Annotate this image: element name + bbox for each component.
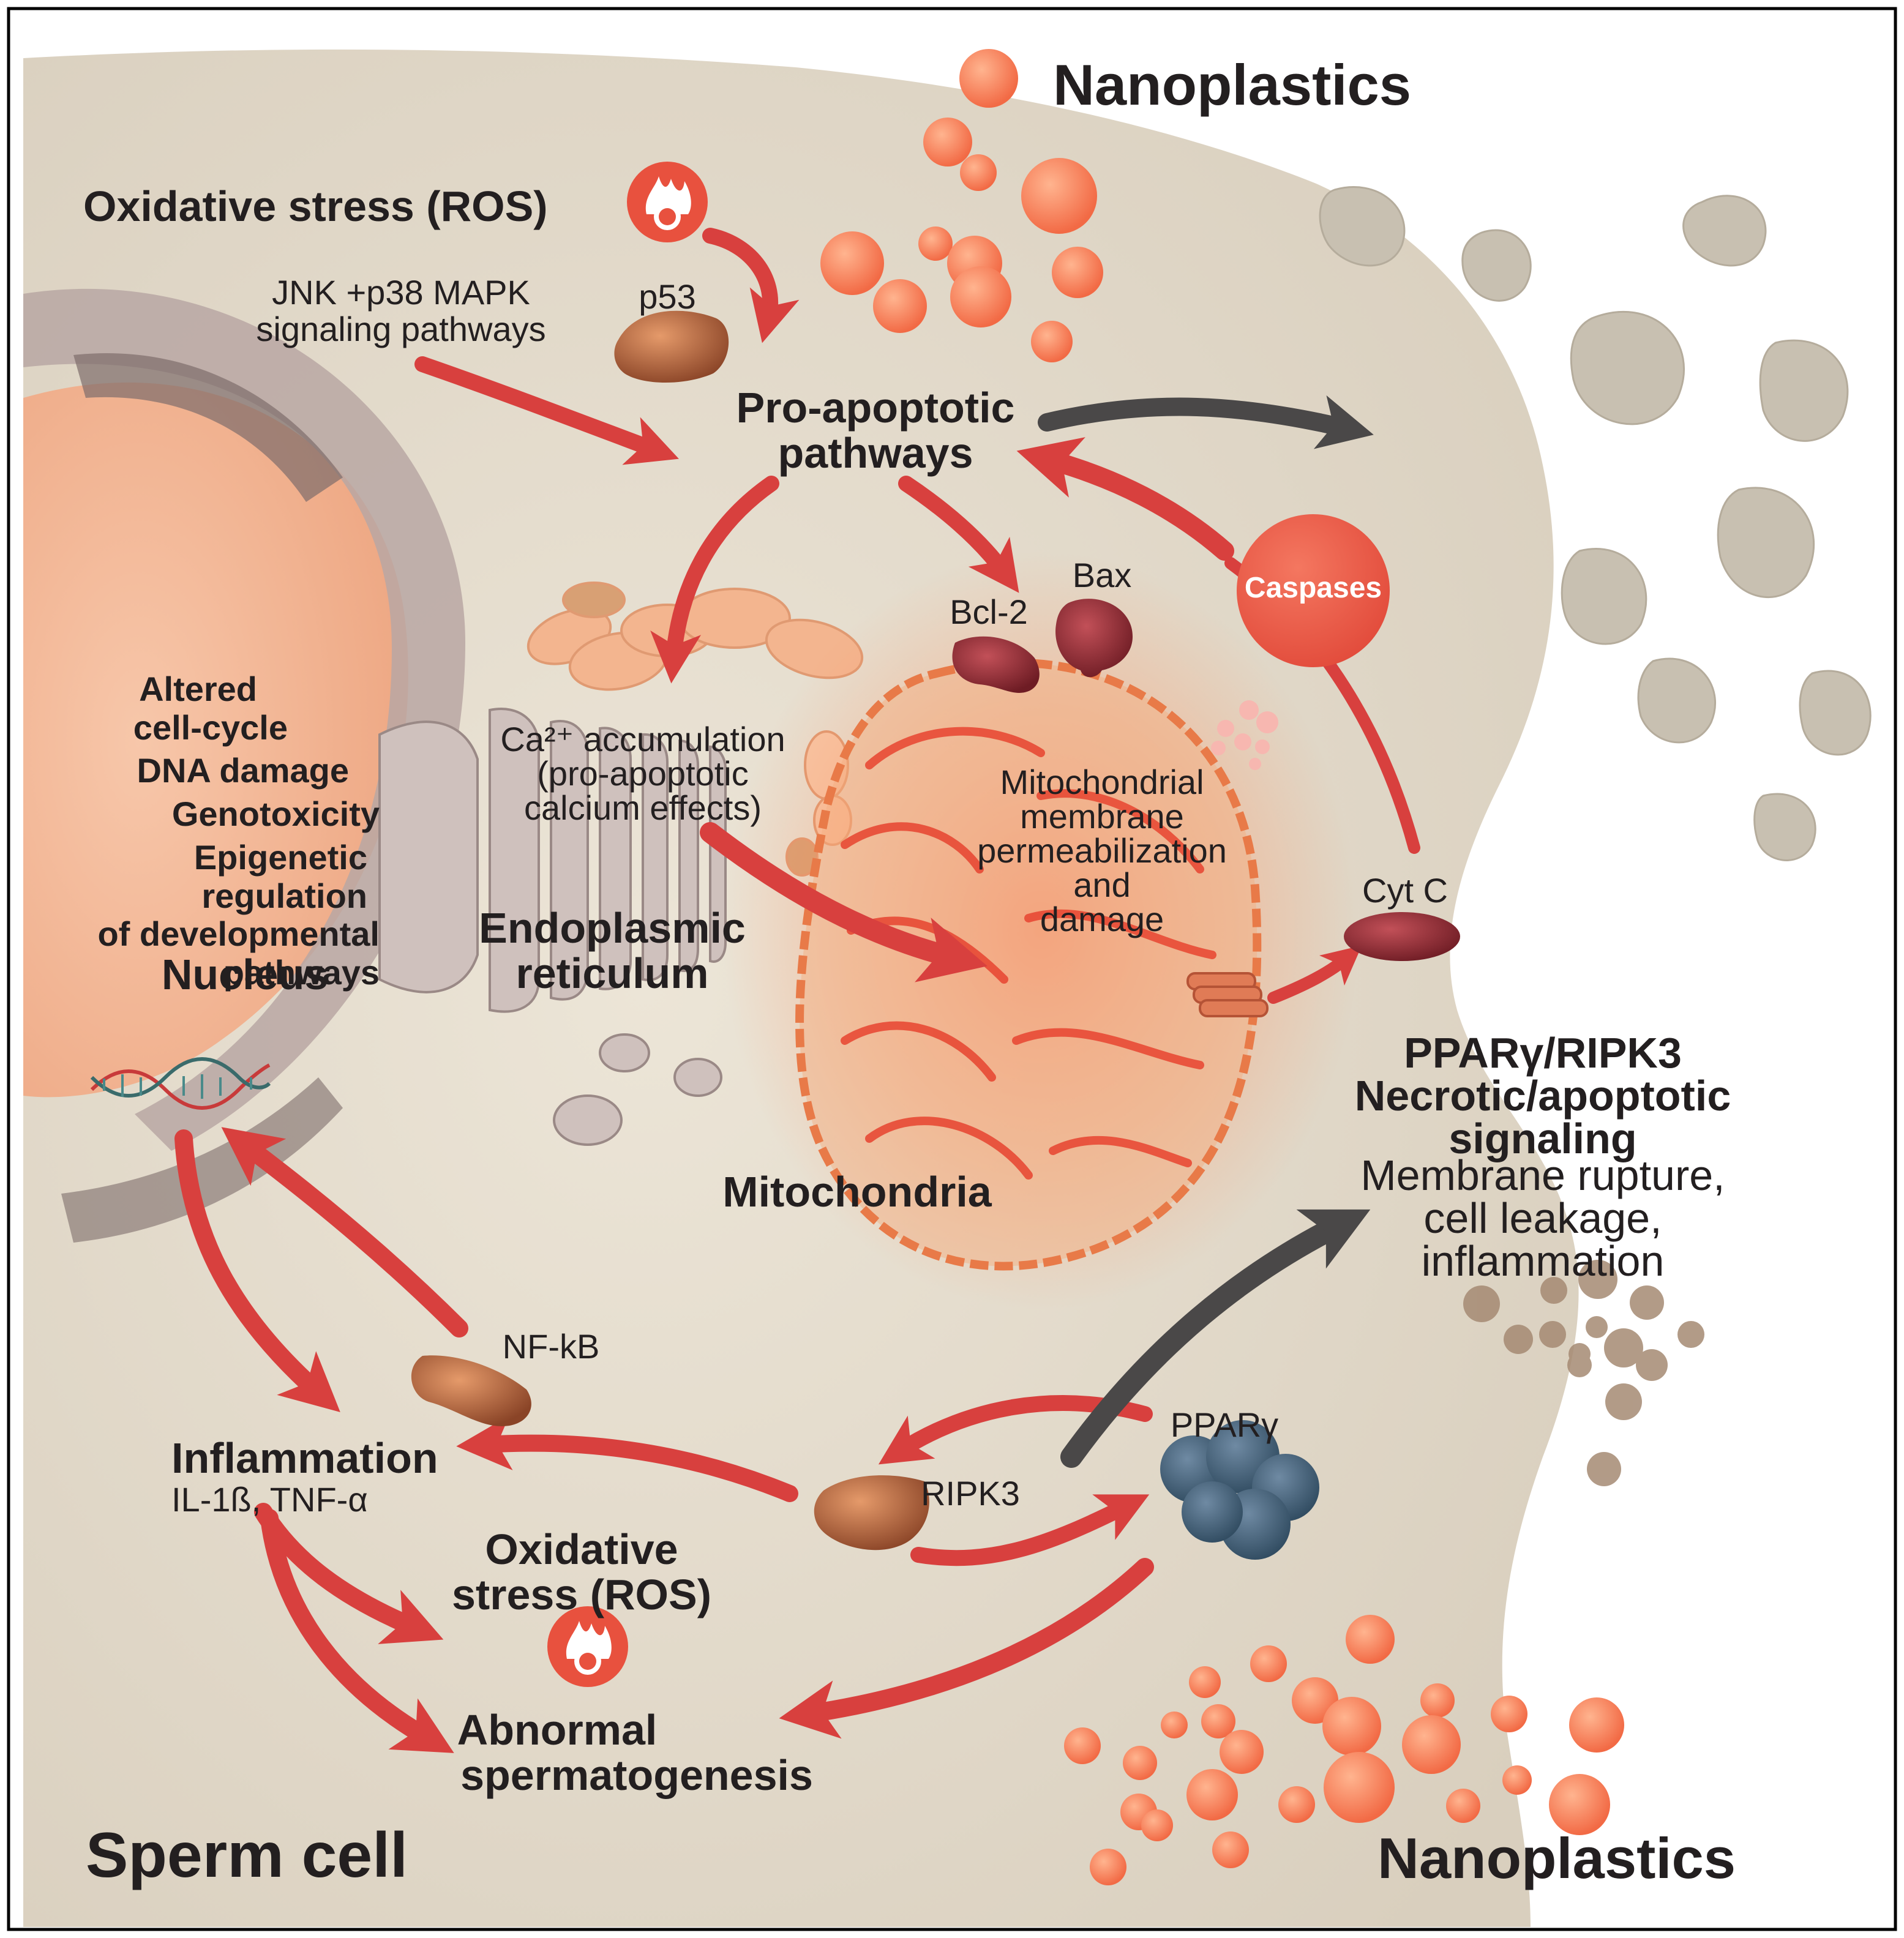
caspases-circle: [1237, 514, 1390, 667]
nucleus-effect-line-1: Altered: [139, 670, 257, 708]
ppar-title-line-2: Necrotic/apoptotic: [1354, 1072, 1731, 1120]
arrow-ca-to-mitochondria: [700, 822, 988, 982]
mito-damage-label: Mitochondrial membrane permeabilization …: [937, 765, 1267, 937]
mito-damage-line-1: Mitochondrial: [1000, 763, 1204, 801]
mito-damage-line-3: permeabilization: [977, 831, 1227, 870]
mito-damage-line-4: and: [1073, 866, 1131, 904]
pro-apoptotic-line-2: pathways: [778, 428, 973, 477]
jnk-label: JNK +p38 MAPK signaling pathways: [236, 274, 566, 348]
arrow-proapoptotic-to-er: [650, 476, 779, 684]
ppary-label: PPARγ: [1170, 1405, 1279, 1444]
nucleus-organelle: [23, 288, 465, 1243]
cytokines-label: IL-1ß, TNF-α: [171, 1480, 368, 1519]
er-line-1: Endoplasmic: [479, 904, 746, 952]
inflammation-label: Inflammation: [171, 1434, 438, 1482]
page-title: Sperm cell: [86, 1820, 408, 1891]
ppar-effects-line-2: cell leakage,: [1423, 1194, 1662, 1242]
gray-arrows: [1038, 395, 1374, 1468]
pro-apoptotic-line-1: Pro-apoptotic: [736, 384, 1015, 432]
bax-label: Bax: [1072, 556, 1132, 594]
nucleus-effect-line-7: of developmental: [97, 915, 380, 954]
nucleus-effect-line-2: cell-cycle: [133, 708, 288, 747]
nfkb-protein-icon: [411, 1355, 531, 1426]
ripk3-protein-icon: [814, 1475, 929, 1551]
mito-damage-line-2: membrane: [1020, 797, 1184, 836]
arrow-dna-to-inflammation: [174, 1129, 340, 1412]
p53-label: p53: [639, 277, 696, 316]
ppar-effects-label: Membrane rupture, cell leakage, inflamma…: [1304, 1154, 1782, 1282]
mitochondria-organelle: [795, 658, 1262, 1271]
nucleus-effect-line-3: DNA damage: [137, 751, 349, 790]
arrow-inflammation-to-spermatogenesis: [260, 1509, 454, 1753]
nanoplastics-top-label: Nanoplastics: [1053, 53, 1412, 117]
arrow-ripk3-to-inflammation: [456, 1415, 798, 1502]
mitochondria-label: Mitochondria: [722, 1168, 992, 1216]
er-label: Endoplasmic reticulum: [429, 904, 796, 997]
nucleus-effect-line-8: pathways: [223, 953, 380, 992]
arrow-nfkb-to-dna: [221, 1127, 468, 1338]
er-cisternae: [378, 708, 727, 1146]
nfkb-label: NF-kB: [502, 1327, 600, 1366]
arrow-proapoptotic-to-debris: [1038, 395, 1374, 449]
nucleus-effect-line-5: Epigenetic: [193, 837, 367, 877]
arrow-proapoptotic-to-bax: [898, 476, 1019, 593]
jnk-line-2: signaling pathways: [256, 310, 546, 349]
nanoplastics-bottom-label: Nanoplastics: [1377, 1826, 1736, 1890]
ca-line-1: Ca²⁺ accumulation: [500, 720, 785, 758]
jnk-line-1: JNK +p38 MAPK: [272, 273, 530, 312]
ppar-title-line-1: PPARγ/RIPK3: [1404, 1029, 1682, 1077]
leaked-cell-contents: [1463, 1260, 1704, 1486]
arrow-jnk-to-proapoptotic: [414, 356, 679, 465]
nanoplastics-particles-bottom: [1064, 1615, 1624, 1885]
ca-line-2: (pro-apoptotic: [537, 754, 749, 793]
cell-debris: [1319, 186, 1872, 861]
nanoplastics-particles-top: [820, 49, 1103, 362]
ppar-effects-line-1: Membrane rupture,: [1360, 1151, 1725, 1199]
arrow-ros-to-p53: [702, 228, 800, 343]
dna-icon: [90, 1057, 271, 1110]
arrow-mito-to-cytc: [1267, 945, 1362, 1004]
er-line-2: reticulum: [515, 949, 709, 997]
fire-icon: [547, 1606, 628, 1687]
red-arrows: [174, 228, 1420, 1753]
ca-accumulation-label: Ca²⁺ accumulation (pro-apoptotic calcium…: [471, 722, 814, 825]
caspases-label: Caspases: [1244, 572, 1382, 604]
abnormal-spermatogenesis-label: Abnormal spermatogenesis: [392, 1706, 882, 1799]
oxidative-bottom-line-1: Oxidative: [485, 1525, 678, 1573]
cytc-label: Cyt C: [1362, 871, 1448, 910]
arrow-ppar-to-spermatogenesis: [779, 1558, 1154, 1739]
ppar-protein-icon: [1160, 1420, 1319, 1560]
nucleus-effects-label: Altered cell-cycle DNA damage Genotoxici…: [24, 670, 380, 992]
ca-line-3: calcium effects): [524, 788, 762, 827]
ppar-effects-line-3: inflammation: [1421, 1237, 1665, 1285]
ppar-title-line-3: signaling: [1449, 1115, 1637, 1162]
nucleus-label: Nucleus: [161, 951, 329, 998]
arrow-ripk3-to-necrosis: [1060, 1209, 1371, 1468]
cytc-stack-icon: [1186, 972, 1269, 1017]
oxidative-bottom-line-2: stress (ROS): [451, 1570, 712, 1618]
oxidative-stress-top-label: Oxidative stress (ROS): [83, 182, 548, 230]
cytc-icon: [1344, 912, 1460, 961]
mito-damage-line-5: damage: [1040, 900, 1164, 938]
ripk3-label: RIPK3: [921, 1474, 1020, 1513]
nucleus-effect-line-6: regulation: [201, 876, 367, 915]
pro-apoptotic-label: Pro-apoptotic pathways: [692, 384, 1059, 477]
bax-protein-icon: [1055, 599, 1133, 678]
fire-icon: [627, 162, 708, 242]
arrow-caspases-to-proapoptotic: [1016, 437, 1234, 561]
bcl2-protein-icon: [952, 636, 1040, 693]
ppar-title-label: PPARγ/RIPK3 Necrotic/apoptotic signaling: [1304, 1031, 1782, 1160]
ros-bubbles: [1211, 700, 1278, 770]
oxidative-stress-bottom-label: Oxidative stress (ROS): [429, 1527, 735, 1617]
arrow-ripk3-to-ppar: [910, 1494, 1150, 1566]
nucleus-effect-line-4: Genotoxicity: [171, 795, 380, 834]
abnormal-line-2: spermatogenesis: [460, 1751, 813, 1799]
p53-protein-icon: [614, 310, 729, 383]
bcl2-label: Bcl-2: [950, 593, 1028, 631]
abnormal-line-1: Abnormal: [457, 1706, 658, 1754]
